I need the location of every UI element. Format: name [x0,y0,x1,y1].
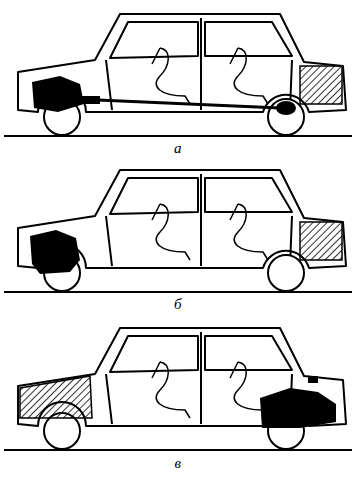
panel-letter: а [174,140,182,157]
car-b [4,170,352,292]
panel-letter: б [174,296,182,313]
panel-letter: в [175,455,182,472]
car-a [4,14,352,136]
car-c [4,328,352,450]
